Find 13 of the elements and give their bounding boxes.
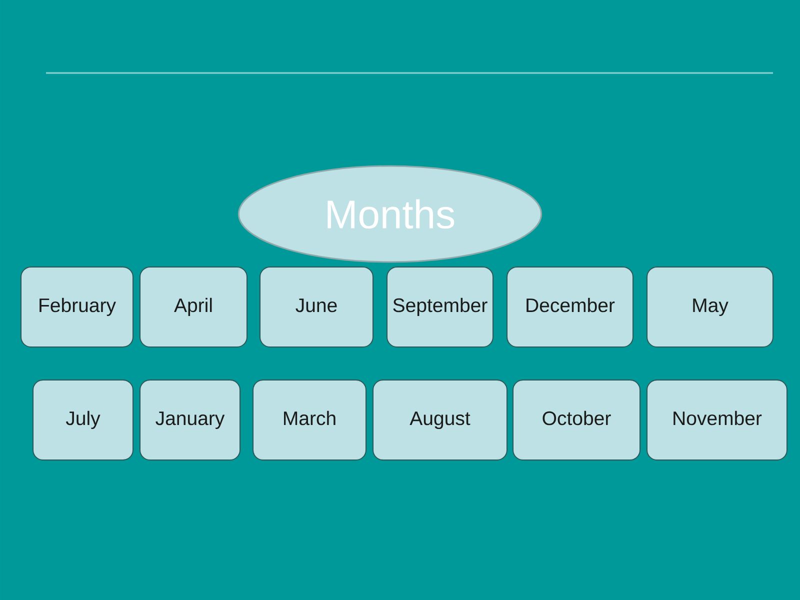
title-oval: Months — [238, 165, 542, 263]
month-box: June — [260, 266, 374, 348]
month-box: January — [140, 380, 240, 460]
month-box: March — [252, 380, 366, 460]
month-box: November — [646, 380, 788, 460]
month-box: May — [646, 266, 774, 348]
month-box: December — [506, 266, 634, 348]
month-box: July — [32, 380, 134, 460]
month-box: August — [372, 380, 508, 460]
month-box: October — [512, 380, 640, 460]
month-box: February — [20, 266, 134, 348]
month-box: April — [140, 266, 248, 348]
month-box: September — [386, 266, 494, 348]
